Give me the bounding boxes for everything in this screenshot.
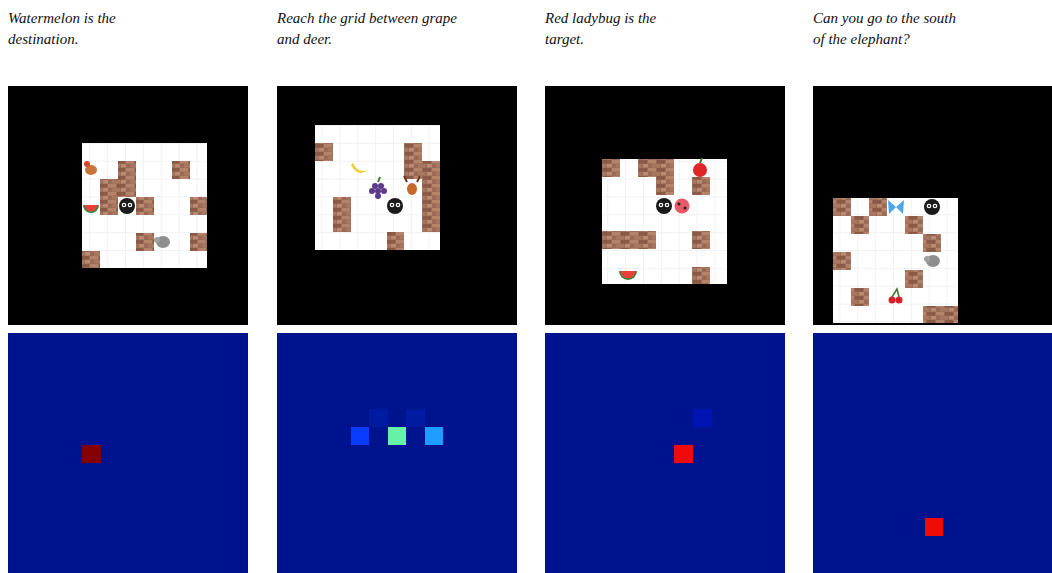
panel-caption: Reach the grid between grape and deer. (277, 8, 462, 50)
panel-caption: Red ladybug is the target. (545, 8, 695, 50)
panel-caption: Watermelon is the destination. (8, 8, 158, 50)
panel-caption: Can you go to the south of the elephant? (813, 8, 961, 50)
